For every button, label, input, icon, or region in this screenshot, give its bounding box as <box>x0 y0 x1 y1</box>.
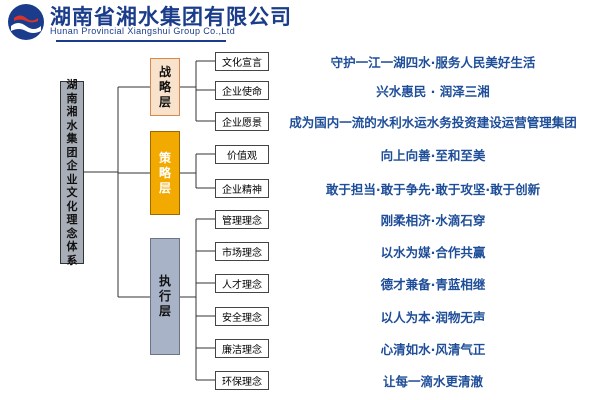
root-label-char: 集 <box>66 132 78 145</box>
item-values: 价值观 <box>215 145 269 164</box>
item-integrity: 廉洁理念 <box>215 339 269 358</box>
item-spirit: 企业精神 <box>215 179 269 198</box>
value-integrity: 心清如水·风清气正 <box>380 342 486 357</box>
company-logo-icon <box>8 4 44 40</box>
item-culture-declaration: 文化宣言 <box>215 52 269 71</box>
root-node: 湖南湘水集团企业文化理念体系 <box>60 78 84 267</box>
header-divider <box>56 40 226 42</box>
item-market: 市场理念 <box>215 242 269 261</box>
layer-label-char: 执 <box>158 274 171 288</box>
value-culture-declaration: 守护一江一湖四水·服务人民美好生活 <box>330 55 536 70</box>
layer-label-char: 层 <box>158 180 171 195</box>
layer-label-char: 行 <box>158 289 171 303</box>
root-label-char: 系 <box>66 253 78 267</box>
root-label-char: 南 <box>66 91 78 105</box>
item-mission: 企业使命 <box>215 81 269 100</box>
layer-label-char: 层 <box>158 94 171 109</box>
layer-label-char: 战 <box>158 64 171 79</box>
layer-label-char: 略 <box>158 79 171 94</box>
item-vision: 企业愿景 <box>215 112 269 131</box>
value-vision: 成为国内一流的水利水运水务投资建设运营管理集团 <box>289 115 577 130</box>
value-management: 刚柔相济·水滴石穿 <box>380 213 486 228</box>
company-name-en: Hunan Provincial Xiangshui Group Co.,Ltd <box>50 26 236 36</box>
value-market: 以水为媒·合作共赢 <box>380 245 486 260</box>
layer-strategy: 战略层 <box>150 58 180 116</box>
layer-label-char: 层 <box>158 304 171 318</box>
root-label-char: 体 <box>66 240 78 253</box>
root-label-char: 化 <box>66 199 78 213</box>
root-label-char: 湘 <box>66 105 78 118</box>
root-label-char: 业 <box>66 172 78 186</box>
value-values: 向上向善·至和至美 <box>380 148 486 163</box>
root-label-char: 念 <box>66 226 78 240</box>
layer-label-char: 策 <box>158 150 171 165</box>
root-label-char: 湖 <box>66 78 78 91</box>
value-spirit: 敢于担当·敢于争先·敢于攻坚·敢于创新 <box>325 182 541 197</box>
layer-policy: 策略层 <box>150 131 180 215</box>
item-talent: 人才理念 <box>215 274 269 293</box>
root-label-char: 文 <box>66 186 78 199</box>
item-environment: 环保理念 <box>215 371 269 390</box>
company-name-cn: 湖南省湘水集团有限公司 <box>50 5 292 29</box>
item-management: 管理理念 <box>215 210 269 229</box>
layer-label-char: 略 <box>158 165 171 180</box>
root-label-char: 理 <box>66 213 78 226</box>
layer-execution: 执行层 <box>150 238 180 355</box>
root-label-char: 水 <box>66 118 78 132</box>
value-environment: 让每一滴水更清澈 <box>382 374 483 389</box>
header: 湖南省湘水集团有限公司 Hunan Provincial Xiangshui G… <box>0 0 600 46</box>
item-safety: 安全理念 <box>215 307 269 326</box>
root-label-char: 团 <box>66 145 78 159</box>
root-label-char: 企 <box>66 159 78 172</box>
value-talent: 德才兼备·青蓝相继 <box>380 277 486 292</box>
value-mission: 兴水惠民 · 润泽三湘 <box>376 84 490 99</box>
value-safety: 以人为本·润物无声 <box>380 310 486 325</box>
